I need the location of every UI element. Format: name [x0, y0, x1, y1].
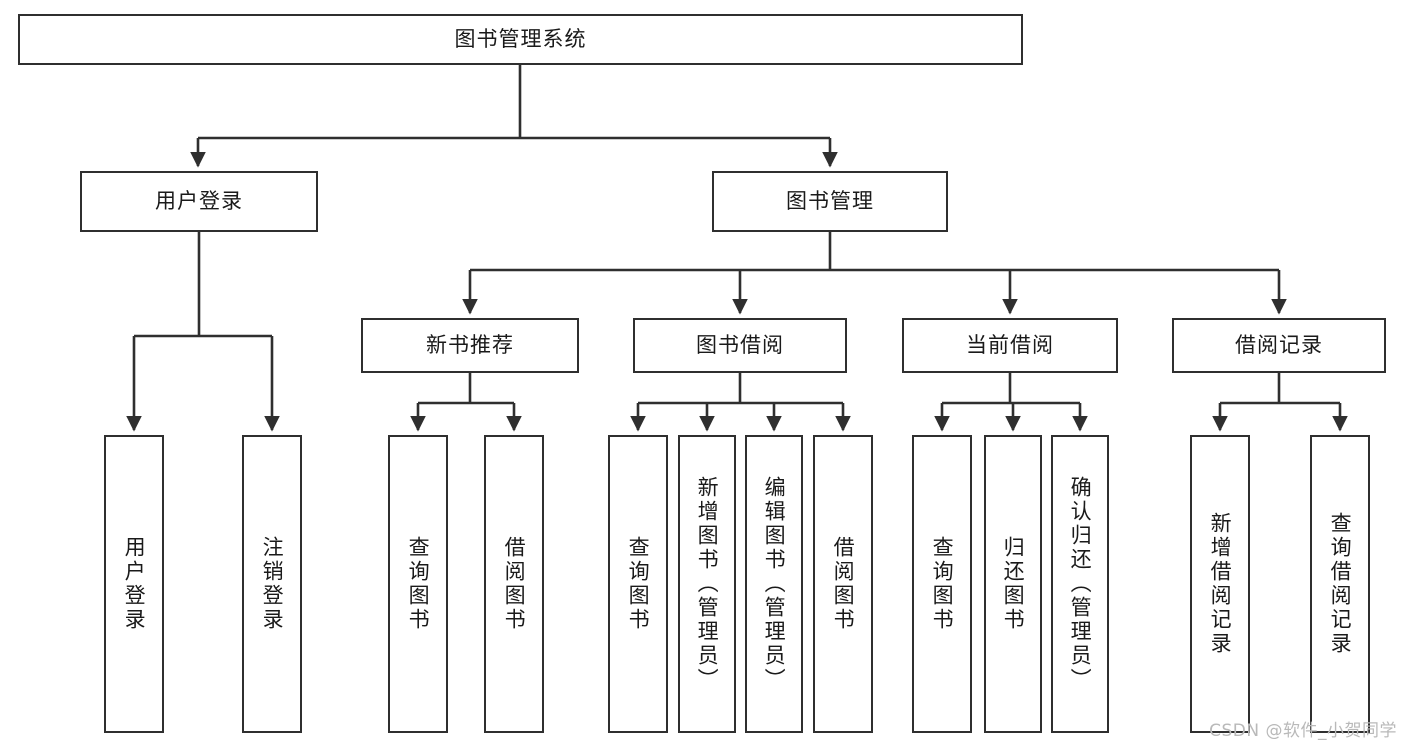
node-leaf-borrow-book-2[interactable]: 借阅图书 — [813, 435, 873, 733]
node-borrow-record[interactable]: 借阅记录 — [1172, 318, 1386, 373]
node-label: 确认归还（管理员） — [1068, 476, 1093, 692]
node-label: 查询借阅记录 — [1328, 512, 1353, 656]
node-leaf-borrow-book-1[interactable]: 借阅图书 — [484, 435, 544, 733]
node-label: 查询图书 — [406, 536, 431, 632]
node-leaf-query-book-2[interactable]: 查询图书 — [608, 435, 668, 733]
node-book-borrow[interactable]: 图书借阅 — [633, 318, 847, 373]
csdn-watermark: CSDN @软件_小贺同学 — [1209, 721, 1397, 741]
node-label: 借阅图书 — [502, 536, 527, 632]
node-current-borrow[interactable]: 当前借阅 — [902, 318, 1118, 373]
node-root[interactable]: 图书管理系统 — [18, 14, 1023, 65]
node-label: 注销登录 — [260, 536, 285, 632]
node-label: 归还图书 — [1001, 536, 1026, 632]
node-label: 查询图书 — [930, 536, 955, 632]
node-label: 图书管理 — [786, 188, 874, 213]
node-book-manage[interactable]: 图书管理 — [712, 171, 948, 232]
node-leaf-add-book[interactable]: 新增图书（管理员） — [678, 435, 736, 733]
node-label: 用户登录 — [155, 188, 243, 213]
node-label: 图书借阅 — [696, 332, 784, 357]
node-label: 编辑图书（管理员） — [762, 476, 787, 692]
node-label: 用户登录 — [122, 536, 147, 632]
node-leaf-return-book[interactable]: 归还图书 — [984, 435, 1042, 733]
node-label: 新书推荐 — [426, 332, 514, 357]
node-leaf-edit-book[interactable]: 编辑图书（管理员） — [745, 435, 803, 733]
node-leaf-query-record[interactable]: 查询借阅记录 — [1310, 435, 1370, 733]
node-leaf-query-book-1[interactable]: 查询图书 — [388, 435, 448, 733]
node-leaf-query-book-3[interactable]: 查询图书 — [912, 435, 972, 733]
node-leaf-add-record[interactable]: 新增借阅记录 — [1190, 435, 1250, 733]
node-user-login[interactable]: 用户登录 — [80, 171, 318, 232]
node-label: 新增图书（管理员） — [695, 476, 720, 692]
node-label: 借阅图书 — [831, 536, 856, 632]
node-new-book-recommend[interactable]: 新书推荐 — [361, 318, 579, 373]
node-leaf-confirm-return[interactable]: 确认归还（管理员） — [1051, 435, 1109, 733]
node-label: 当前借阅 — [966, 332, 1054, 357]
node-leaf-user-login[interactable]: 用户登录 — [104, 435, 164, 733]
node-label: 借阅记录 — [1235, 332, 1323, 357]
node-leaf-logout[interactable]: 注销登录 — [242, 435, 302, 733]
node-label: 查询图书 — [626, 536, 651, 632]
node-label: 图书管理系统 — [454, 26, 587, 51]
node-label: 新增借阅记录 — [1208, 512, 1233, 656]
